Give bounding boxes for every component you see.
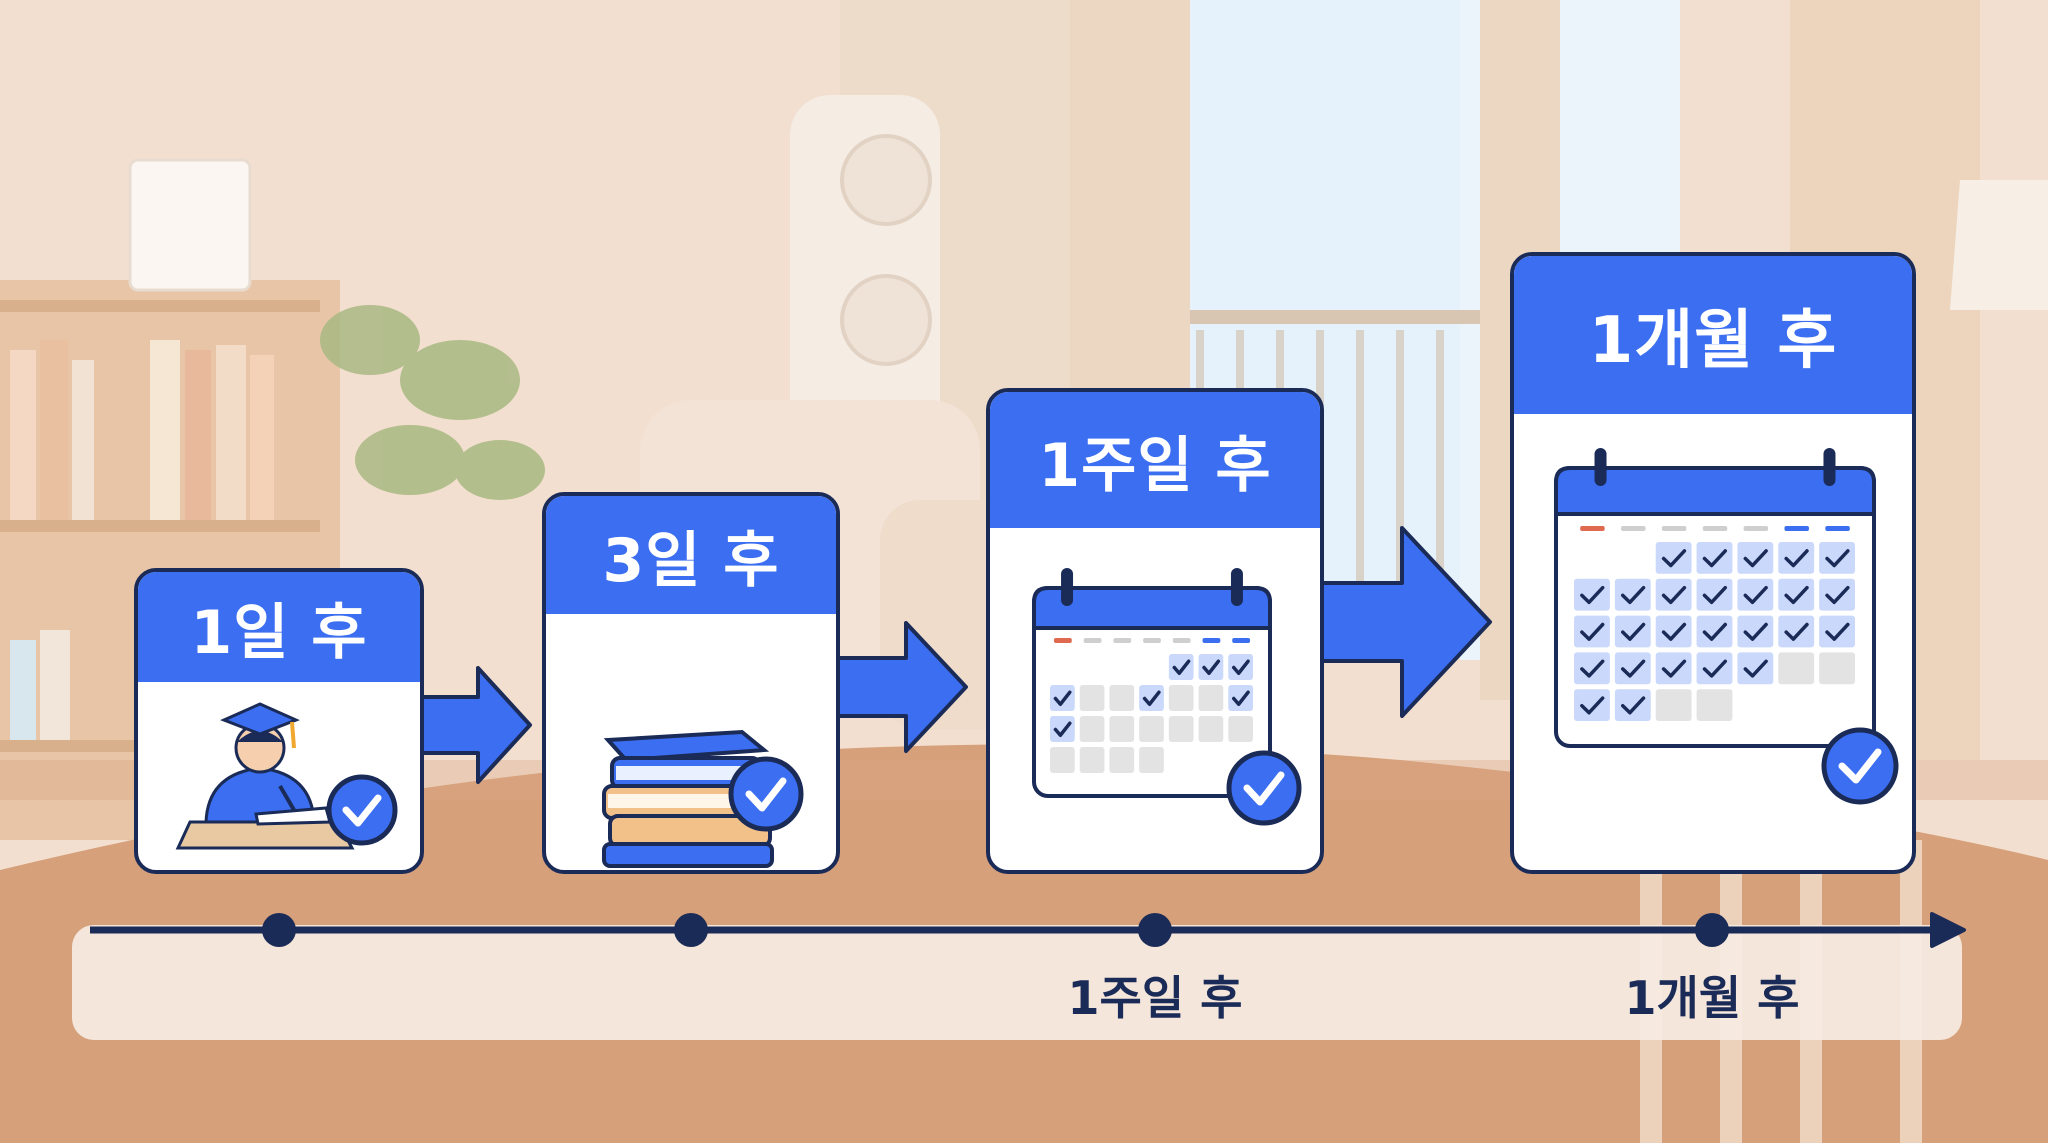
calendar-month-icon — [1554, 448, 1876, 748]
timeline-label-1-week: 1주일 후 — [1067, 971, 1243, 1025]
step-card-header: 1주일 후 — [990, 392, 1320, 528]
check-badge-icon — [1226, 750, 1302, 826]
step-card-1-month: 1개월 후 — [1510, 252, 1916, 874]
right-arrow-icon — [420, 666, 532, 784]
timeline-dot — [674, 913, 708, 947]
check-badge-icon — [728, 756, 804, 832]
step-card-header: 1개월 후 — [1514, 256, 1912, 414]
step-card-1-week: 1주일 후 — [986, 388, 1324, 874]
step-card-3-days: 3일 후 — [542, 492, 840, 874]
right-arrow-icon — [836, 621, 968, 753]
step-label: 1개월 후 — [1588, 304, 1838, 378]
check-badge-icon — [326, 774, 398, 846]
step-label: 1일 후 — [190, 597, 368, 668]
step-label: 3일 후 — [602, 525, 780, 596]
timeline-dot — [262, 913, 296, 947]
step-label: 1주일 후 — [1038, 430, 1272, 501]
step-card-1-day: 1일 후 — [134, 568, 424, 874]
calendar-week-icon — [1032, 568, 1272, 798]
student-studying-icon — [175, 702, 355, 850]
step-card-header: 1일 후 — [138, 572, 420, 682]
timeline-dot — [1138, 913, 1172, 947]
timeline-dot — [1695, 913, 1729, 947]
check-badge-icon — [1821, 727, 1899, 805]
right-arrow-icon — [1320, 526, 1492, 718]
step-card-header: 3일 후 — [546, 496, 836, 614]
timeline-label-1-month: 1개월 후 — [1624, 971, 1800, 1025]
